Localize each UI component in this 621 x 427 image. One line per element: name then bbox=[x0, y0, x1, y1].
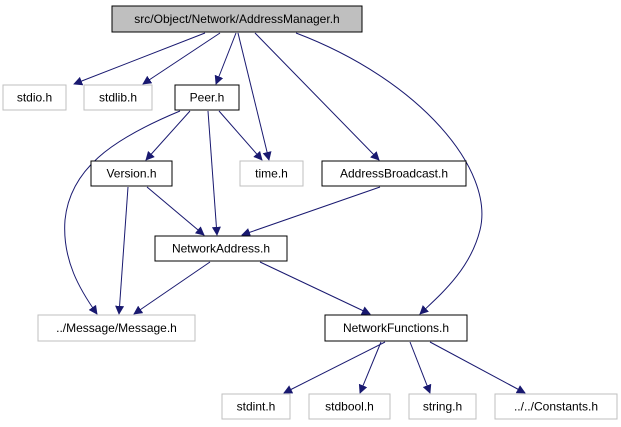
node-label: stdbool.h bbox=[325, 400, 374, 414]
node-label: Peer.h bbox=[190, 91, 225, 105]
node-label: Version.h bbox=[106, 167, 156, 181]
edge-netaddr-to-netfunc bbox=[259, 261, 371, 315]
node-label: stdio.h bbox=[17, 91, 52, 105]
edge-peer-to-version bbox=[145, 110, 191, 161]
edge-root-to-addrbroadcast bbox=[254, 32, 380, 161]
edge-root-to-time bbox=[237, 32, 272, 161]
node-version[interactable]: Version.h bbox=[90, 160, 173, 187]
node-stdint[interactable]: stdint.h bbox=[221, 393, 291, 420]
node-label: AddressBroadcast.h bbox=[340, 167, 448, 181]
node-root-file[interactable]: src/Object/Network/AddressManager.h bbox=[111, 5, 363, 33]
edge-root-to-peer bbox=[214, 32, 237, 85]
node-label: ../../Constants.h bbox=[514, 400, 598, 414]
node-address-broadcast[interactable]: AddressBroadcast.h bbox=[321, 160, 467, 187]
edge-netfunc-to-stdint bbox=[283, 341, 386, 394]
node-peer[interactable]: Peer.h bbox=[174, 84, 240, 111]
node-label: NetworkAddress.h bbox=[172, 242, 270, 256]
node-label: stdint.h bbox=[237, 400, 276, 414]
edge-peer-to-netaddr bbox=[207, 110, 221, 236]
node-label: src/Object/Network/AddressManager.h bbox=[134, 12, 339, 26]
node-label: NetworkFunctions.h bbox=[343, 321, 449, 335]
node-string[interactable]: string.h bbox=[408, 393, 477, 420]
node-stdlib[interactable]: stdlib.h bbox=[83, 84, 153, 111]
node-stdbool[interactable]: stdbool.h bbox=[308, 393, 391, 420]
node-label: stdlib.h bbox=[99, 91, 137, 105]
edge-version-to-message bbox=[115, 186, 129, 315]
node-label: string.h bbox=[423, 400, 462, 414]
edge-root-to-netfunc bbox=[295, 32, 483, 315]
edge-netaddr-to-message bbox=[133, 261, 211, 315]
file-nodes: src/Object/Network/AddressManager.h stdi… bbox=[2, 5, 618, 420]
edge-peer-to-message bbox=[64, 110, 181, 315]
edge-version-to-netaddr bbox=[146, 186, 205, 236]
edge-netfunc-to-stdbool bbox=[358, 341, 382, 394]
edge-netfunc-to-string bbox=[409, 341, 432, 394]
node-time[interactable]: time.h bbox=[239, 160, 304, 187]
dependency-edges bbox=[64, 32, 526, 394]
edge-root-to-stdio bbox=[73, 32, 206, 86]
edge-netfunc-to-constants bbox=[429, 341, 526, 394]
node-constants[interactable]: ../../Constants.h bbox=[494, 393, 618, 420]
node-network-functions[interactable]: NetworkFunctions.h bbox=[324, 314, 468, 342]
edge-addrbroadcast-to-netaddr bbox=[241, 186, 381, 237]
node-stdio[interactable]: stdio.h bbox=[2, 84, 67, 111]
edge-peer-to-time bbox=[218, 110, 263, 161]
node-message[interactable]: ../Message/Message.h bbox=[37, 314, 196, 342]
node-label: time.h bbox=[255, 167, 288, 181]
edge-root-to-stdlib bbox=[142, 32, 221, 85]
node-network-address[interactable]: NetworkAddress.h bbox=[154, 235, 288, 262]
node-label: ../Message/Message.h bbox=[56, 321, 177, 335]
